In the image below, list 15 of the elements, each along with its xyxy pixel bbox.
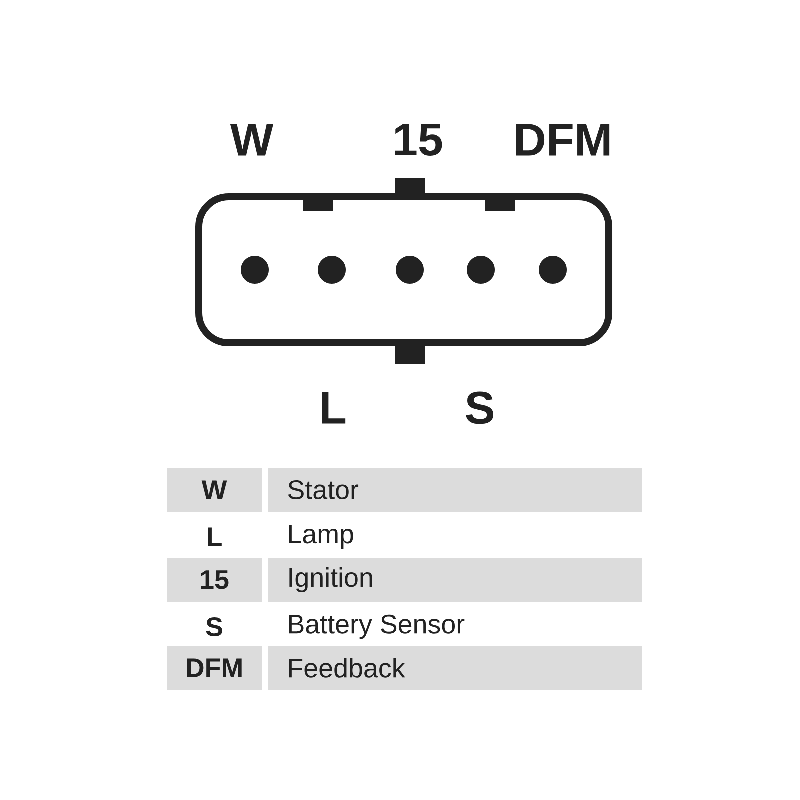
pin-label: 15 [395,124,442,156]
pin-name: 15 [167,558,262,602]
pin-function: Feedback [268,646,642,690]
pin-function: Stator [268,468,642,512]
pin-function: Ignition [268,558,642,602]
pin-label: L [322,392,346,424]
pin-name: W [167,468,262,512]
pin-name: L [208,528,222,546]
pin-label: DFM [516,124,610,156]
pin-label: W [230,124,274,156]
pin-label: S [466,392,494,424]
pin-name: S [206,617,222,637]
pin-function: Battery Sensor [289,614,465,640]
pin-name: DFM [167,646,262,690]
pin-function: Lamp [289,524,354,550]
